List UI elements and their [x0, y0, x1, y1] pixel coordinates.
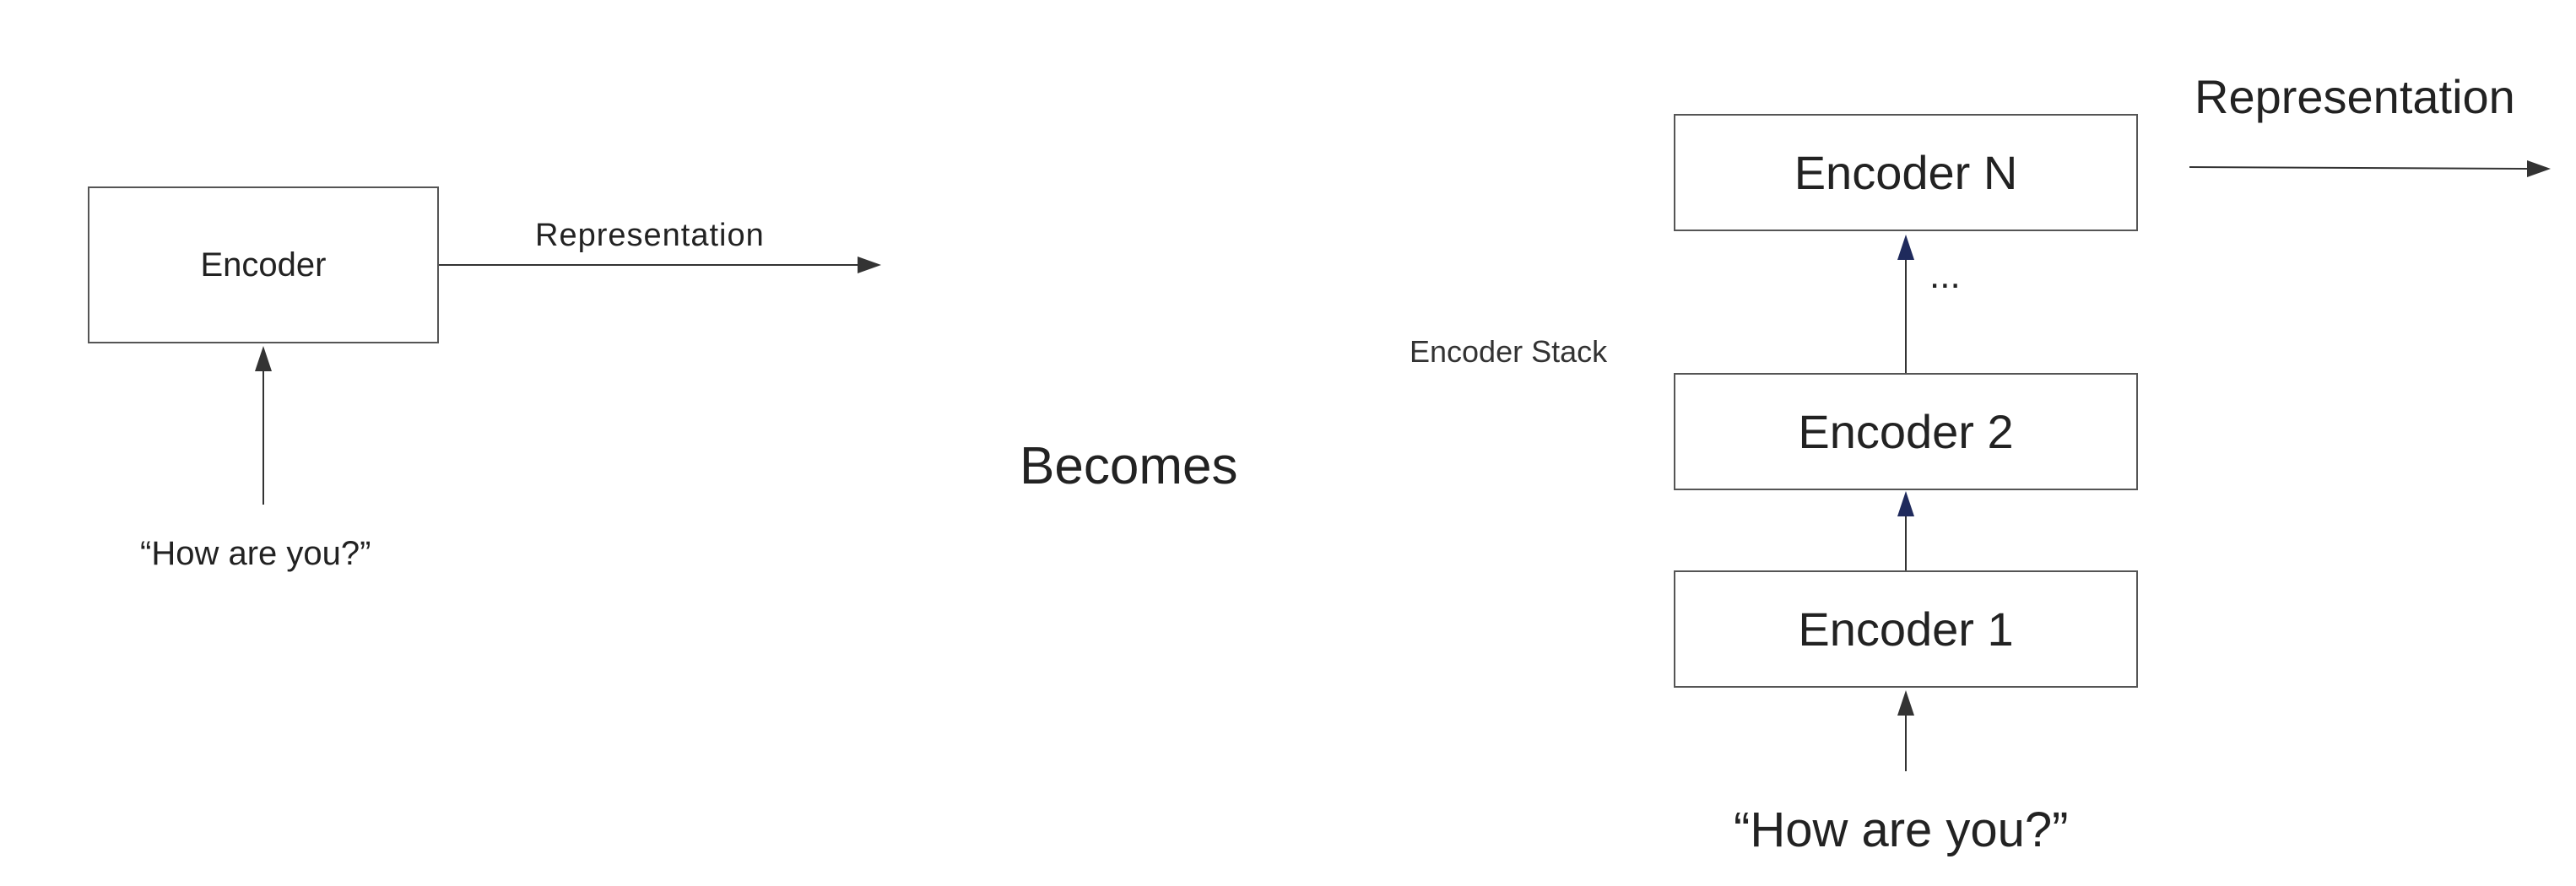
- right-input-arrowhead: [1897, 690, 1914, 716]
- encoder-2-box: Encoder 2: [1674, 373, 2138, 490]
- right-output-arrowhead: [2527, 160, 2551, 177]
- encoder-n-box: Encoder N: [1674, 114, 2138, 231]
- left-output-arrowhead: [858, 257, 881, 273]
- encoder-1-box: Encoder 1: [1674, 570, 2138, 688]
- encoder-box: Encoder: [88, 186, 439, 343]
- encoder-2-label: Encoder 2: [1798, 405, 2014, 458]
- left-input-label: “How are you?”: [140, 535, 371, 572]
- right-output-arrow: [2189, 166, 2531, 170]
- transition-label: Becomes: [1020, 437, 1238, 495]
- enc1-to-enc2-arrowhead: [1897, 491, 1914, 516]
- encoder-n-label: Encoder N: [1794, 146, 2018, 199]
- encoder-stack-label: Encoder Stack: [1410, 334, 1608, 369]
- encoder-1-label: Encoder 1: [1798, 602, 2014, 656]
- left-output-label: Representation: [535, 218, 765, 253]
- encoder-label: Encoder: [200, 246, 327, 284]
- enc2-to-encN-arrowhead: [1897, 235, 1914, 260]
- right-input-label: “How are you?”: [1734, 802, 2069, 857]
- left-input-arrowhead: [255, 346, 272, 371]
- stack-ellipsis: ...: [1929, 255, 1961, 296]
- right-output-label: Representation: [2194, 70, 2515, 123]
